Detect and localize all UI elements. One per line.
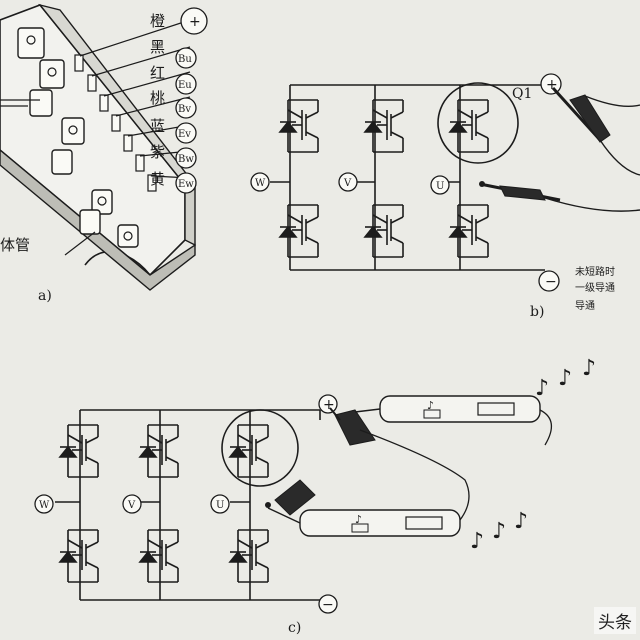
probe-b-black: [479, 182, 640, 212]
watermark: 头条: [594, 607, 636, 634]
note-line-1: 未短路时: [575, 265, 615, 278]
q1-label: Q1: [512, 86, 532, 102]
wire-color-3: 桃: [150, 89, 165, 107]
panel-b-label: b): [530, 304, 544, 320]
igbt-c-u-lower: [229, 529, 269, 583]
wire-color-0: 橙: [150, 12, 165, 30]
wire-color-4: 蓝: [150, 117, 165, 135]
note-l2: ♪: [492, 519, 506, 544]
igbt-b-v-lower: [364, 204, 404, 258]
probe-b-red: [551, 86, 640, 176]
note-l3: ♪: [514, 509, 528, 534]
panel-c-label: c): [288, 620, 301, 636]
note-u1: ♪: [535, 376, 549, 401]
wire-color-6: 黄: [150, 170, 165, 188]
terminal-eu: Eu: [178, 80, 192, 91]
tester-note-lower: ♪: [355, 513, 362, 526]
tester-pen-upper: ♪: [329, 395, 552, 446]
terminal-bv: Bv: [178, 104, 191, 115]
igbt-c-v-lower: [139, 529, 179, 583]
phase-w-c: W: [39, 500, 50, 511]
igbt-b-w-lower: [279, 204, 319, 258]
tube-label: 体管: [0, 236, 30, 254]
wire-color-2: 红: [150, 64, 165, 82]
note-u3: ♪: [582, 356, 596, 381]
plus-terminal-b: +: [546, 77, 558, 93]
terminal-ew: Ew: [178, 179, 194, 190]
panel-c-circuit: W V U + − ♪ ♪ ♪ ♪: [34, 356, 596, 636]
tester-note-upper: ♪: [427, 399, 434, 412]
igbt-c-u-upper: [229, 424, 269, 478]
terminal-bw: Bw: [178, 154, 194, 165]
phase-v-c: V: [127, 500, 136, 511]
panel-a-module: 橙 黑 红 桃 蓝 紫 黄 + Bu Eu Bv Ev Bw Ew 体管 a): [0, 3, 208, 304]
plus-terminal-c: +: [323, 397, 335, 413]
tester-pen-lower: ♪: [267, 429, 470, 537]
phase-v-b: V: [343, 178, 352, 189]
note-line-2: 一级导通: [575, 282, 615, 294]
wire-color-1: 黑: [150, 38, 165, 56]
phase-u-b: U: [436, 181, 444, 192]
igbt-b-u-upper: [449, 99, 489, 153]
igbt-c-v-upper: [139, 424, 179, 478]
note-line-3: 导通: [575, 300, 595, 312]
terminal-ev: Ev: [178, 129, 191, 140]
phase-w-b: W: [255, 178, 266, 189]
note-u2: ♪: [558, 366, 572, 391]
minus-terminal-c: −: [322, 597, 334, 613]
phase-u-c: U: [216, 500, 224, 511]
igbt-c-w-upper: [59, 424, 99, 478]
igbt-c-w-lower: [59, 529, 99, 583]
terminal-plus: +: [189, 14, 201, 30]
igbt-b-w-upper: [279, 99, 319, 153]
minus-terminal-b: −: [545, 274, 557, 290]
panel-b-circuit: W V U + − Q1 未短路时 一级导通 导通 b): [250, 73, 640, 320]
wire-color-5: 紫: [150, 143, 165, 161]
igbt-b-u-lower: [449, 204, 489, 258]
terminal-bu: Bu: [178, 54, 192, 65]
panel-a-label: a): [38, 288, 52, 304]
sound-notes-lower: ♪ ♪ ♪: [470, 509, 528, 554]
sound-notes-upper: ♪ ♪ ♪: [535, 356, 596, 401]
igbt-b-v-upper: [364, 99, 404, 153]
note-l1: ♪: [470, 529, 484, 554]
